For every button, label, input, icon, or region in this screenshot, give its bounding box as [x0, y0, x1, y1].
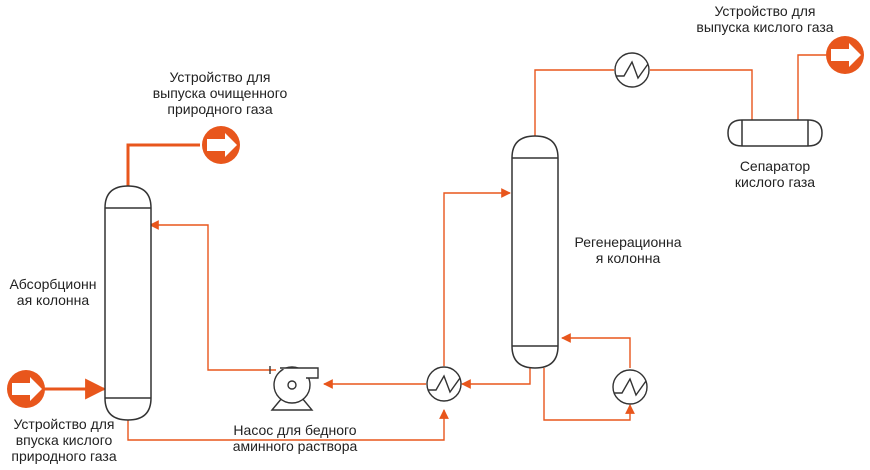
heat-exchanger-icon — [612, 369, 648, 405]
lean-amine-bottom-pipe — [461, 368, 531, 389]
separator-label: Сепаратор кислого газа — [734, 158, 816, 190]
pump-label: Насос для бедного аминного раствора — [232, 422, 358, 454]
clean-gas-outlet-label: Устройство для выпуска очищенного природ… — [152, 69, 288, 117]
condenser-to-separator-pipe — [650, 69, 753, 120]
sour-gas-inlet-label: Устройство для впуска кислого природного… — [11, 416, 117, 464]
regenerator-column — [511, 135, 559, 369]
acid-gas-pipe — [797, 54, 826, 120]
heat-exchanger-icon — [426, 366, 462, 402]
piping — [44, 54, 826, 441]
reboiler-outlet-pipe — [543, 368, 635, 421]
right-arrow-icon — [202, 126, 240, 164]
clean-gas-pipe — [126, 143, 200, 186]
right-arrow-icon — [7, 370, 45, 408]
rich-amine-pipe — [127, 409, 449, 441]
absorber-label: Абсорбционн ая колонна — [9, 276, 97, 308]
regenerator-label: Регенерационна я колонна — [574, 234, 682, 266]
overhead-pipe — [534, 69, 614, 136]
acid-gas-outlet-label: Устройство для выпуска кислого газа — [696, 3, 834, 35]
absorber-column — [104, 185, 152, 421]
heat-exchanger-icon — [614, 52, 650, 88]
rich-amine-to-regenerator-pipe — [443, 188, 511, 366]
separator-drum — [727, 119, 823, 147]
lean-amine-return-pipe — [149, 220, 276, 371]
right-arrow-icon — [826, 36, 864, 74]
pump-icon — [269, 366, 319, 411]
reboiler-return-pipe — [561, 333, 631, 368]
